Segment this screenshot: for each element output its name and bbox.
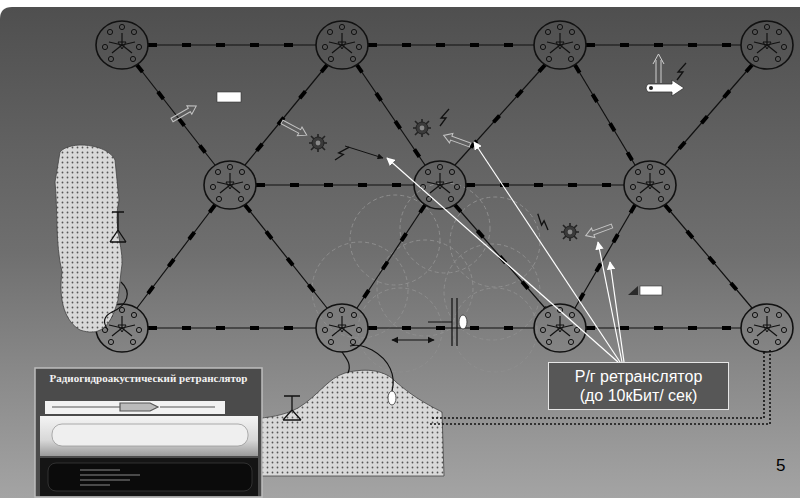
submarine-symbol	[649, 86, 653, 90]
signal-bolt	[533, 214, 552, 230]
hub-node	[534, 21, 586, 69]
ship-symbol	[217, 92, 241, 102]
relay-symbol	[309, 134, 327, 152]
submarine-symbol	[646, 80, 684, 96]
shore-cable	[105, 282, 128, 330]
motion-arrow	[653, 54, 664, 83]
motion-arrow	[280, 118, 309, 140]
device-marking	[80, 470, 140, 485]
motion-arrow	[442, 131, 472, 150]
signal-arrow	[345, 146, 383, 158]
motion-arrow	[584, 221, 614, 240]
leader-line	[387, 158, 618, 362]
mast-symbol	[428, 298, 457, 346]
device-photo	[48, 463, 252, 491]
page-number: 5	[776, 456, 785, 476]
coverage-circle	[400, 183, 490, 273]
antenna-symbol	[110, 212, 126, 242]
sea-background	[0, 7, 800, 498]
leader-line	[610, 262, 624, 362]
device-photo	[40, 458, 258, 496]
cable-lines	[137, 45, 752, 328]
leader-lines	[387, 142, 624, 362]
antenna-symbol	[283, 396, 301, 420]
ship-symbol	[628, 286, 638, 295]
range-arrow	[392, 339, 434, 340]
hub-node	[316, 21, 368, 69]
relay-symbol	[561, 223, 579, 241]
inset-panel	[35, 368, 262, 497]
leader-line	[598, 242, 622, 362]
trunk-line	[430, 350, 770, 424]
panel-title: Радиогидроакустический ретранслятор	[46, 372, 251, 385]
shore-cable	[350, 345, 393, 391]
hub-node	[624, 161, 676, 209]
coverage-circles	[312, 183, 540, 372]
hub-node	[204, 161, 256, 209]
hub-node	[741, 304, 793, 352]
callout-text: Р/г ретранслятор (до 10кБит/ сек)	[564, 367, 714, 405]
hub-node	[741, 21, 793, 69]
signal-bolt	[677, 63, 686, 80]
relay-symbol	[413, 119, 431, 137]
device-photo	[45, 401, 225, 414]
coverage-circle	[312, 242, 408, 338]
buoy-symbol	[459, 315, 467, 329]
device-photo	[40, 416, 258, 456]
hub-node	[96, 21, 148, 69]
shore-cable	[342, 352, 349, 373]
device-photo	[52, 403, 215, 411]
coverage-circle	[450, 197, 540, 287]
hub-node	[316, 304, 368, 352]
signal-bolt	[440, 109, 449, 126]
ship-symbol	[640, 286, 662, 295]
coverage-circle	[444, 244, 540, 340]
coverage-circle	[377, 240, 473, 336]
trunk-line	[430, 352, 764, 418]
motion-arrow	[170, 102, 199, 125]
inset-panel: Радиогидроакустический ретранслятор	[35, 368, 262, 398]
callout-box: Р/г ретранслятор (до 10кБит/ сек)	[548, 362, 729, 410]
sensor-segments	[137, 45, 752, 328]
shore-station	[388, 391, 396, 405]
coverage-circle	[453, 288, 537, 372]
hub-node	[414, 161, 466, 209]
leader-line	[474, 142, 620, 362]
device-photo	[52, 424, 248, 446]
